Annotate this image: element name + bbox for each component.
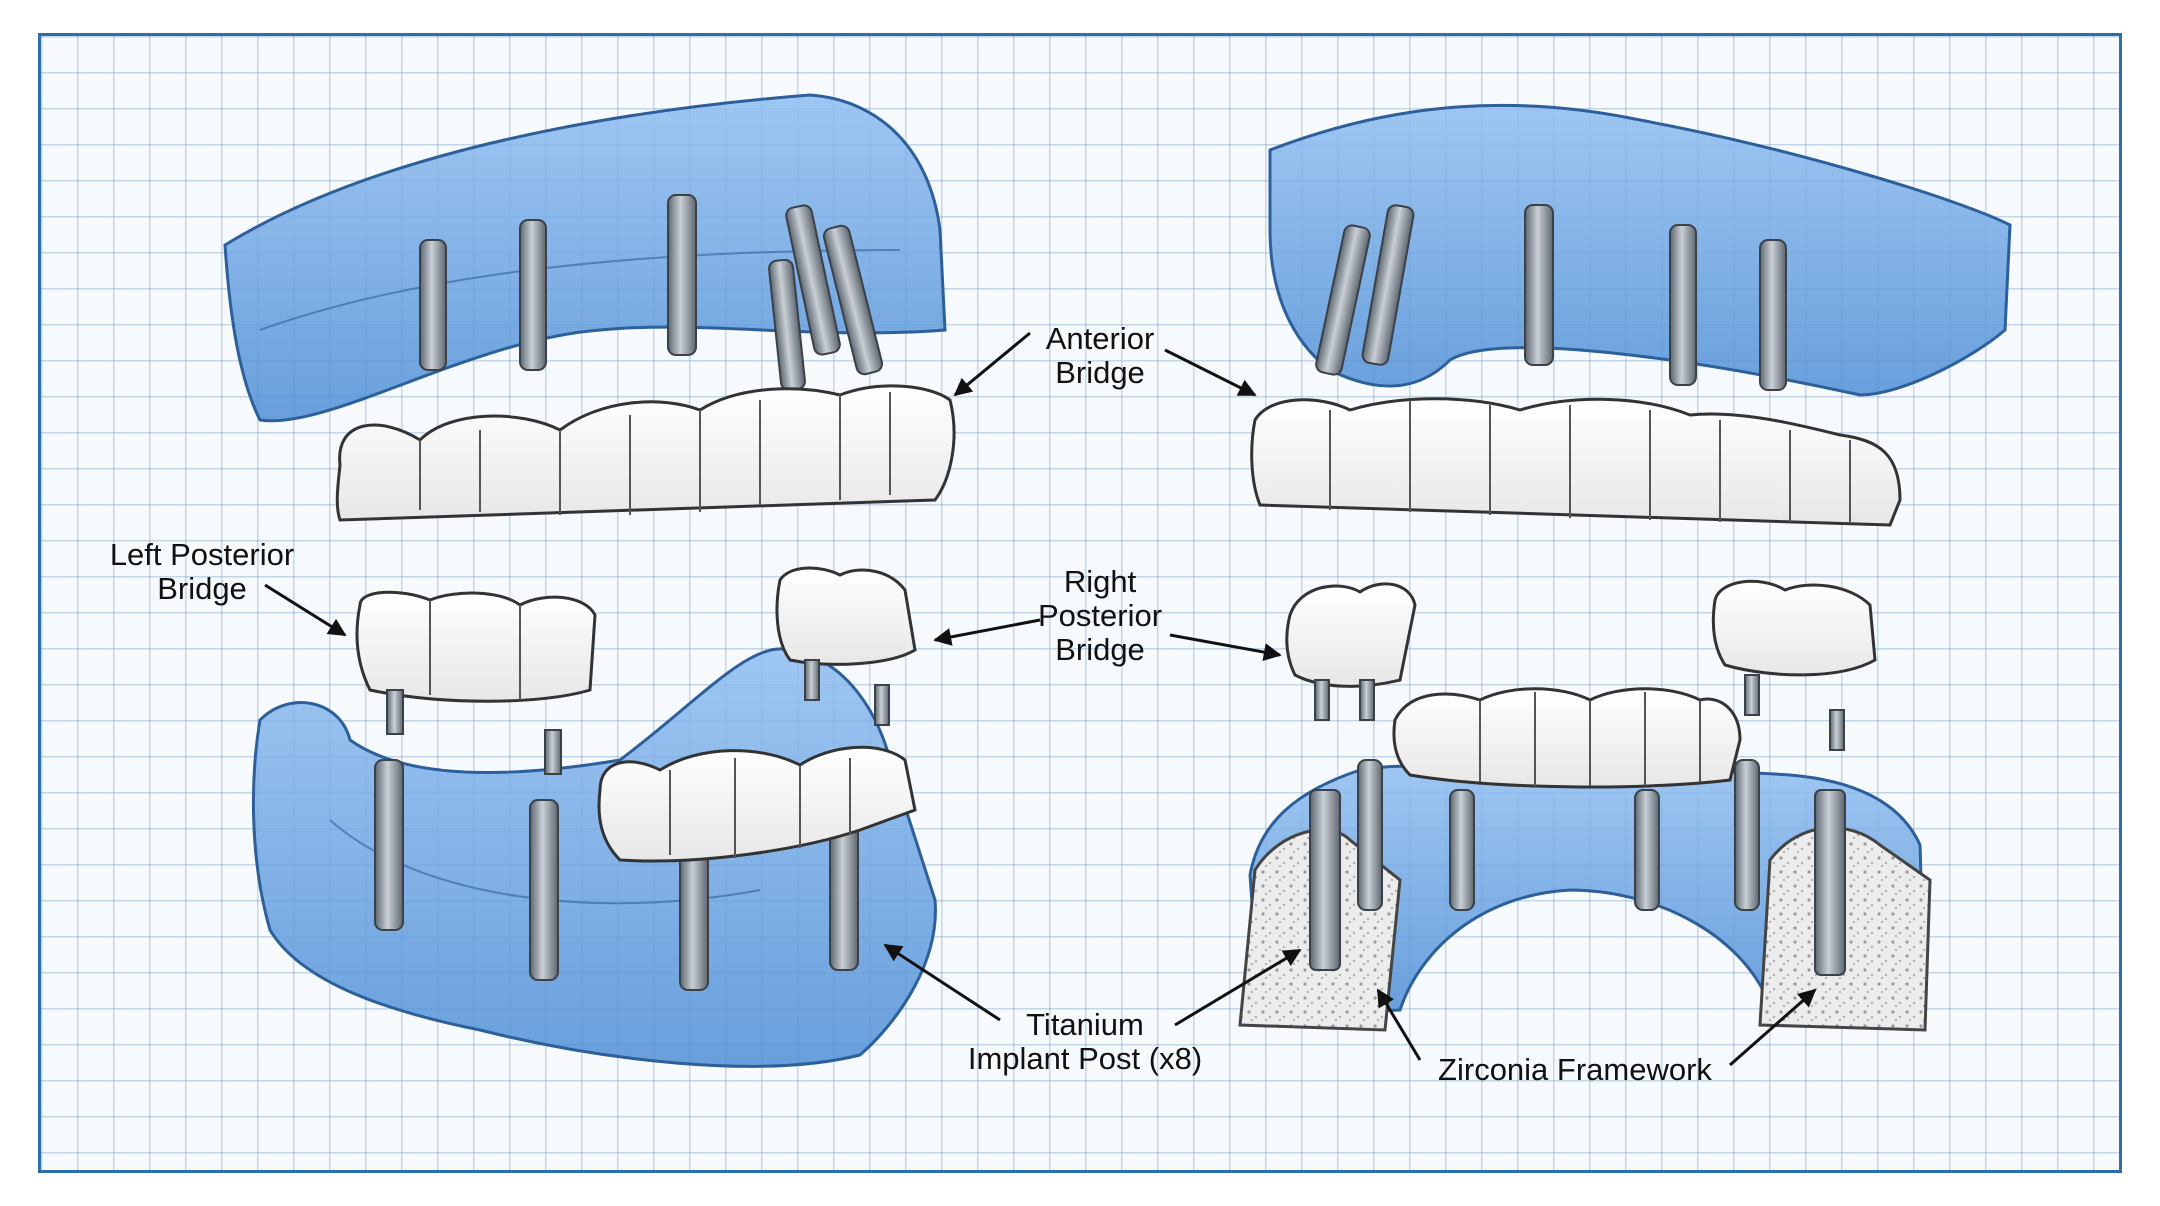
arrow-left-posterior (264, 583, 347, 637)
upper-right-implants (1315, 204, 1787, 391)
arrow-anterior-right (1164, 348, 1257, 397)
upper-right-tooth-row (1250, 397, 1902, 527)
lower-right-implants (1357, 759, 1760, 911)
arrow-titanium-right (1174, 948, 1302, 1027)
upper-left-implants (419, 194, 884, 392)
lower-left-anterior-teeth (597, 745, 917, 863)
arrow-zirconia-right (1729, 988, 1817, 1067)
label-zirconia-framework: Zirconia Framework (1438, 1052, 1712, 1087)
label-titanium-implant-post: Titanium Implant Post (x8) (967, 1007, 1203, 1076)
arrow-right-posterior-right (1169, 633, 1282, 661)
upper-left-tooth-row (335, 384, 956, 522)
arrow-right-posterior-left (933, 618, 1041, 646)
zirconia-framework-teeth (1392, 687, 1742, 789)
right-posterior-bridge-right-arch (1285, 579, 1877, 751)
arrow-zirconia-left (1376, 988, 1422, 1061)
arrow-anterior-left (953, 331, 1031, 397)
upper-right-gum-shell (1268, 103, 2012, 397)
label-right-posterior-bridge: Right Posterior Bridge (1037, 564, 1163, 667)
label-left-posterior-bridge: Left Posterior Bridge (109, 537, 295, 606)
bone-section-right (1758, 789, 1932, 1032)
arrow-titanium-left (883, 943, 1001, 1022)
lower-left-implants (374, 759, 859, 991)
left-posterior-bridge (355, 590, 597, 775)
right-posterior-bridge-left-arch (775, 566, 917, 726)
label-anterior-bridge: Anterior Bridge (1045, 321, 1155, 390)
leader-arrows (264, 331, 1817, 1067)
